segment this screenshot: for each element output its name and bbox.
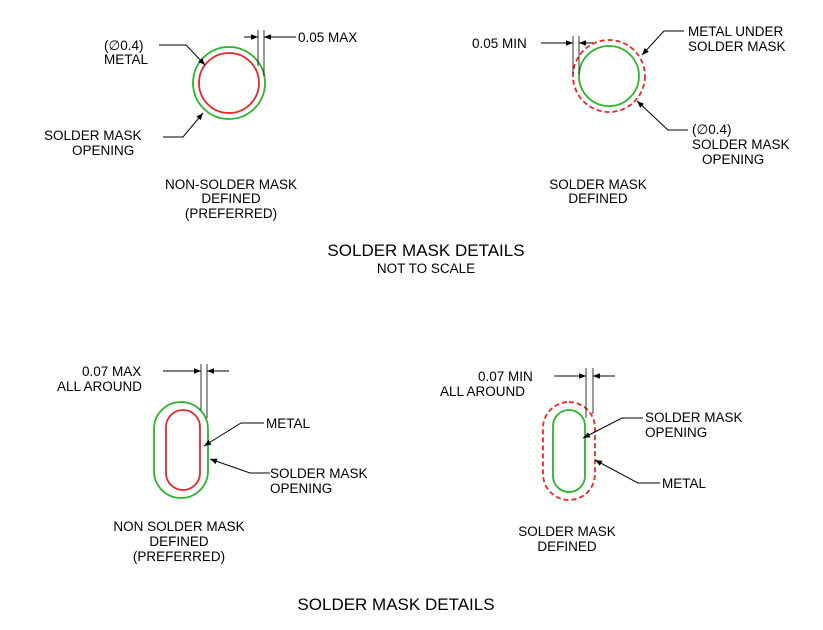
bottom-nsmd-dim-2: ALL AROUND [57, 379, 142, 394]
bottom-nsmd-caption-1: NON SOLDER MASK [113, 519, 244, 534]
bottom-smd-opening-1: SOLDER MASK [645, 410, 743, 425]
top-smd-opening-label-2: OPENING [702, 152, 764, 167]
bottom-smd-dim-1: 0.07 MIN [478, 369, 533, 384]
bottom-smd-detail: 0.07 MIN ALL AROUND SOLDER MASK OPENING … [440, 368, 743, 554]
bottom-nsmd-opening-2: OPENING [270, 481, 332, 496]
top-section-title: SOLDER MASK DETAILS [327, 241, 524, 260]
top-nsmd-caption-2: DEFINED [201, 191, 261, 206]
solder-mask-opening-circle [192, 46, 266, 120]
solder-mask-opening-circle [578, 45, 640, 107]
top-smd-opening-dia: (∅0.4) [692, 122, 732, 137]
bottom-smd-caption-1: SOLDER MASK [518, 524, 616, 539]
top-nsmd-metal-label: METAL [104, 52, 148, 67]
bottom-smd-opening-2: OPENING [645, 425, 707, 440]
top-nsmd-dim-label: 0.05 MAX [298, 30, 357, 45]
bottom-nsmd-metal-label: METAL [266, 416, 310, 431]
solder-mask-opening-oblong [153, 401, 209, 499]
top-smd-opening-label-1: SOLDER MASK [692, 137, 790, 152]
top-nsmd-opening-label-1: SOLDER MASK [44, 128, 142, 143]
metal-pad-circle [198, 52, 260, 114]
metal-pad-oblong [165, 409, 201, 491]
top-nsmd-opening-label-2: OPENING [72, 143, 134, 158]
bottom-nsmd-detail: 0.07 MAX ALL AROUND METAL SOLDER MASK OP… [57, 364, 368, 564]
top-smd-caption-2: DEFINED [568, 191, 628, 206]
bottom-nsmd-caption-3: (PREFERRED) [133, 549, 225, 564]
top-smd-metal-under-1: METAL UNDER [688, 24, 784, 39]
solder-mask-opening-oblong [552, 409, 586, 493]
bottom-smd-caption-2: DEFINED [537, 539, 597, 554]
metal-under-mask-oblong [542, 401, 596, 501]
top-nsmd-caption-1: NON-SOLDER MASK [165, 177, 297, 192]
top-smd-dim-label: 0.05 MIN [472, 36, 527, 51]
top-nsmd-caption-3: (PREFERRED) [185, 206, 277, 221]
bottom-nsmd-dim-1: 0.07 MAX [82, 364, 141, 379]
bottom-smd-dim-2: ALL AROUND [440, 384, 525, 399]
top-nsmd-detail: 0.05 MAX (∅0.4) METAL SOLDER MASK OPENIN… [44, 30, 357, 221]
top-smd-metal-under-2: SOLDER MASK [688, 39, 786, 54]
bottom-nsmd-caption-2: DEFINED [149, 534, 209, 549]
top-nsmd-metal-dia: (∅0.4) [104, 38, 144, 53]
metal-under-mask-circle [572, 39, 646, 113]
top-smd-caption-1: SOLDER MASK [549, 177, 647, 192]
bottom-section-title: SOLDER MASK DETAILS [297, 595, 494, 614]
bottom-smd-metal-label: METAL [662, 476, 706, 491]
top-section-subtitle: NOT TO SCALE [377, 261, 475, 276]
bottom-nsmd-opening-1: SOLDER MASK [270, 466, 368, 481]
top-smd-detail: 0.05 MIN METAL UNDER SOLDER MASK (∅0.4) … [472, 24, 790, 206]
